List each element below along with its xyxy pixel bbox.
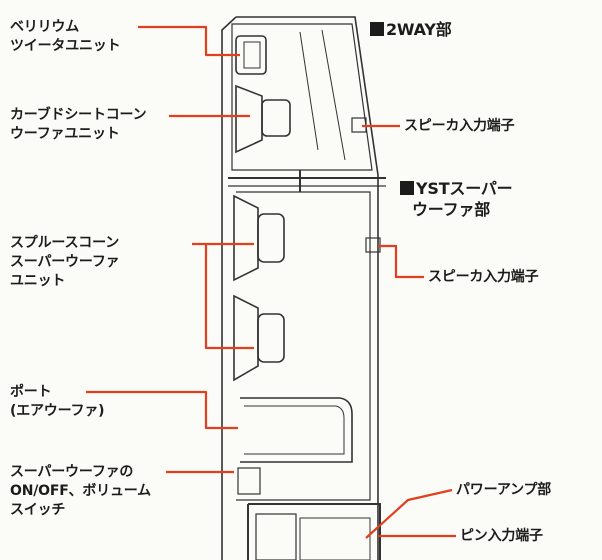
label-port: ポート(エアウーファ)	[10, 384, 105, 419]
label-power-amp: パワーアンプ部	[456, 482, 552, 498]
leader-port	[86, 390, 238, 430]
port-tube	[240, 397, 353, 463]
leader-spruce	[192, 242, 254, 350]
label-curved-cone-woofer: カーブドシートコーンウーファユニット	[10, 107, 147, 142]
super-woofer-unit-1	[233, 194, 259, 282]
leader-lines	[86, 25, 456, 539]
leader-beryllium	[138, 25, 240, 57]
leader-power-amp	[365, 488, 453, 539]
section-2way-header: 2WAY部	[370, 19, 452, 40]
section-marker-square	[400, 181, 414, 195]
section-marker-square	[370, 22, 384, 36]
label-spruce-super-woofer: スプルースコーンスーパーウーファユニット	[10, 235, 120, 289]
section-yst-header: YSTスーパー ウーファ部	[400, 178, 513, 220]
woofer-unit	[235, 84, 263, 154]
label-speaker-terminal-upper: スピーカ入力端子	[404, 118, 515, 134]
leader-terminal-lower	[378, 244, 424, 279]
upper-enclosure	[231, 23, 373, 171]
super-woofer-unit-2	[233, 294, 259, 382]
label-pin-input: ピン入力端子	[460, 528, 543, 544]
label-speaker-terminal-lower: スピーカ入力端子	[428, 269, 539, 285]
cabinet-drawing	[221, 16, 386, 560]
power-amp-box	[247, 503, 381, 560]
cabinet-outline	[221, 16, 379, 560]
volume-switch	[237, 467, 261, 495]
woofer-enclosure	[236, 191, 371, 501]
label-beryllium-tweeter: ベリリウムツイータユニット	[10, 19, 121, 54]
